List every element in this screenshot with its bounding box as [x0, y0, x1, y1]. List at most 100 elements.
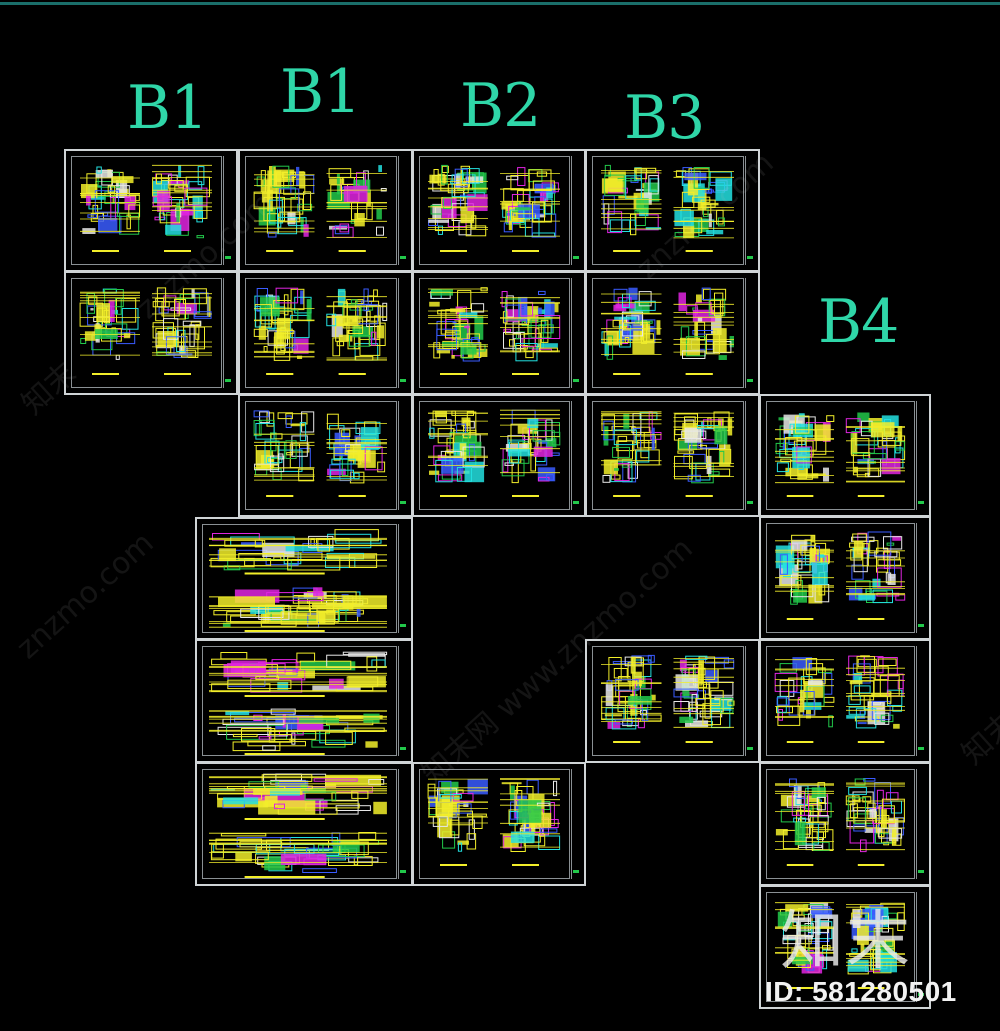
drawing-sheet[interactable] [238, 394, 413, 517]
cad-line [614, 316, 637, 320]
cad-line [853, 541, 863, 558]
cad-line [505, 444, 528, 452]
cad-line [890, 800, 902, 814]
cad-line [435, 415, 447, 424]
cad-line [678, 292, 686, 312]
drawing-sheet[interactable] [759, 885, 931, 1009]
cad-line [782, 442, 796, 450]
drawing-sheet[interactable] [412, 149, 586, 272]
drawing-sheet[interactable] [585, 639, 760, 763]
cad-line [220, 652, 248, 660]
cad-line [794, 822, 806, 846]
cad-line [225, 711, 250, 716]
cad-line [155, 298, 165, 322]
cad-line [727, 700, 735, 706]
plan-caption-bar [786, 495, 814, 497]
cad-line [691, 694, 698, 712]
cad-line [163, 318, 179, 340]
cad-line [460, 165, 470, 187]
cad-line [165, 224, 182, 235]
drawing-sheet[interactable] [759, 516, 931, 640]
sheet-border [245, 156, 397, 265]
cad-line [268, 734, 292, 743]
plan-caption-bar [512, 250, 539, 252]
drawing-sheet[interactable] [195, 639, 413, 763]
cad-line [343, 185, 368, 202]
drawing-sheet[interactable] [412, 271, 586, 395]
drawing-sheet[interactable] [64, 149, 238, 272]
cad-line [91, 195, 106, 200]
cad-line [429, 301, 440, 307]
brand-logo-text: 知末 [780, 905, 912, 979]
cad-line [651, 694, 656, 701]
cad-line [128, 204, 140, 218]
sheet-border [71, 156, 222, 265]
cad-line [723, 659, 735, 669]
cad-line [467, 348, 488, 357]
cad-line [545, 438, 557, 448]
cad-line [255, 423, 275, 440]
cad-line [775, 442, 788, 455]
cad-line [606, 330, 623, 346]
cad-line [360, 427, 379, 450]
cad-line [677, 440, 697, 450]
cad-line [507, 448, 530, 457]
sheet-border [766, 892, 915, 1002]
cad-line [704, 656, 730, 664]
drawing-sheet[interactable] [64, 271, 238, 395]
drawing-sheet[interactable] [195, 517, 413, 640]
drawing-sheet[interactable] [585, 394, 760, 517]
cad-line [358, 832, 377, 840]
cad-line [121, 308, 139, 330]
cad-line [301, 661, 356, 671]
drawing-sheet[interactable] [412, 394, 586, 517]
cad-line [683, 453, 706, 465]
cad-line [184, 187, 208, 206]
drawing-sheet[interactable] [412, 762, 586, 886]
cad-line [299, 171, 305, 189]
cad-line [247, 741, 306, 747]
floor-plan-linework [775, 412, 906, 497]
cad-line [637, 439, 657, 449]
cad-line [197, 166, 205, 186]
cad-line [551, 452, 560, 456]
cad-line [863, 695, 871, 711]
cad-line [191, 288, 195, 298]
drawing-sheet[interactable] [585, 271, 760, 395]
drawing-sheet[interactable] [759, 762, 931, 886]
cad-line [694, 321, 698, 338]
floor-plan-linework [253, 165, 387, 252]
cad-line [354, 213, 365, 227]
cad-line [621, 219, 637, 230]
plan-caption-bar [244, 876, 325, 878]
floor-plan-linework [209, 773, 387, 878]
drawing-sheet[interactable] [585, 149, 760, 272]
cad-line [682, 350, 706, 360]
plan-caption-bar [338, 373, 366, 375]
cad-line [538, 476, 550, 482]
floor-plan-linework [774, 655, 905, 743]
plan-caption-bar [786, 618, 814, 620]
cad-line [544, 198, 553, 215]
drawing-sheet[interactable] [759, 639, 931, 763]
sheet-border [419, 156, 570, 265]
cad-line [176, 302, 197, 315]
drawing-sheet[interactable] [238, 149, 413, 272]
title-block-strip [398, 646, 407, 756]
plan-caption-bar [857, 618, 885, 620]
cad-line [429, 470, 440, 475]
cad-line [428, 219, 449, 223]
drawing-sheet[interactable] [195, 762, 413, 886]
cad-line [338, 334, 353, 342]
watermark-text: 知末 [955, 705, 1000, 772]
cad-line [539, 828, 558, 833]
cad-line [285, 440, 297, 459]
cad-line [811, 473, 826, 476]
cad-line [537, 439, 550, 444]
drawing-sheet[interactable] [759, 394, 931, 517]
drawing-sheet[interactable] [238, 271, 413, 395]
cad-line [673, 688, 699, 698]
cad-line [869, 808, 877, 819]
cad-line [627, 462, 638, 479]
cad-line [826, 415, 835, 423]
